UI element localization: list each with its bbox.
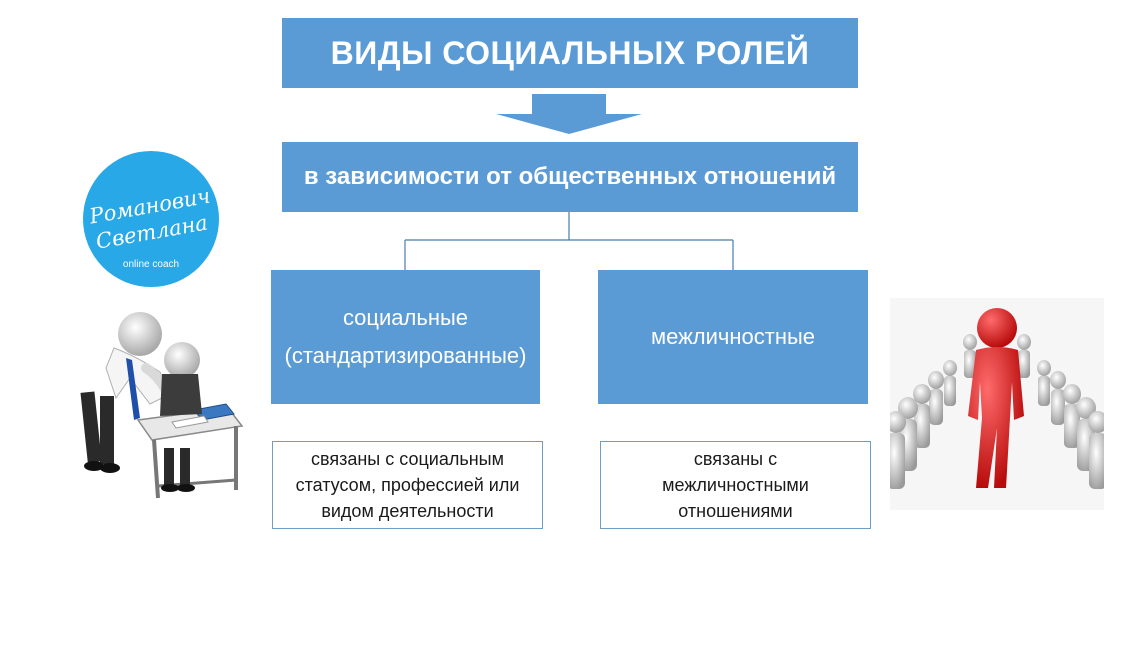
title-text: ВИДЫ СОЦИАЛЬНЫХ РОЛЕЙ xyxy=(330,34,810,71)
criterion-box: в зависимости от общественных отношений xyxy=(282,142,858,212)
leader-red-figure-crowd-illustration xyxy=(890,298,1104,510)
title-box: ВИДЫ СОЦИАЛЬНЫХ РОЛЕЙ xyxy=(282,18,858,88)
category-social-box: социальные (стандартизированные) xyxy=(271,270,540,404)
category-social-name: социальные xyxy=(342,305,469,330)
coach-logo: Романович Светлана online coach xyxy=(83,151,219,287)
teacher-helping-student-illustration xyxy=(80,312,244,499)
social-description-line: связаны с социальным xyxy=(311,449,504,469)
category-interpersonal-name: межличностные xyxy=(650,324,816,349)
category-social-sublabel: (стандартизированные) xyxy=(284,343,527,368)
social-description-line: статусом, профессией или xyxy=(295,475,520,495)
interpersonal-description-box: связаны с межличностными отношениями xyxy=(600,441,871,529)
category-interpersonal-box: межличностные xyxy=(598,270,868,404)
interpersonal-description-line: межличностными xyxy=(662,475,809,495)
interpersonal-description-line: связаны с xyxy=(693,449,778,469)
social-description-line: видом деятельности xyxy=(321,501,494,521)
interpersonal-description-line: отношениями xyxy=(678,501,793,521)
social-description-box: связаны с социальным статусом, профессие… xyxy=(272,441,543,529)
criterion-text: в зависимости от общественных отношений xyxy=(303,163,837,190)
down-arrow-icon xyxy=(496,94,642,134)
logo-caption: online coach xyxy=(123,259,179,270)
